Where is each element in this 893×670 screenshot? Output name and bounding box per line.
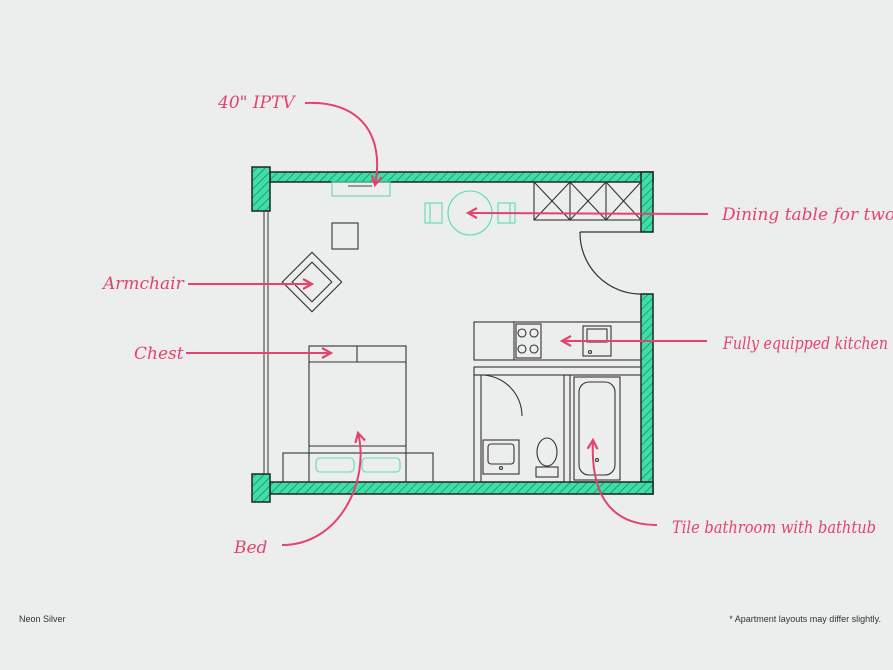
arrow-dining	[468, 213, 709, 214]
armchair	[281, 251, 343, 313]
wall-right-lower	[640, 293, 654, 495]
label-dining: Dining table for two	[721, 205, 893, 225]
label-bathroom: Tile bathroom with bathtub	[672, 518, 876, 538]
bathroom-fixtures	[482, 376, 621, 481]
arrow-bed	[281, 433, 361, 546]
entrance-door	[579, 231, 642, 295]
label-kitchen: Fully equipped kitchen	[722, 334, 888, 354]
wall-pillar-top-left	[251, 166, 271, 212]
window-left	[263, 211, 269, 474]
bathroom-walls	[473, 366, 642, 483]
wall-pillar-bottom-left	[251, 473, 271, 503]
wall-right-upper	[640, 171, 654, 233]
annotation-arrows	[186, 101, 709, 546]
walls	[251, 166, 654, 503]
wall-top	[269, 171, 654, 183]
label-armchair: Armchair	[101, 274, 185, 294]
stool	[331, 222, 359, 250]
label-tv: 40" IPTV	[217, 93, 296, 113]
bed	[282, 345, 434, 483]
label-bed: Bed	[233, 538, 268, 558]
arrow-bathroom	[593, 440, 658, 526]
label-chest: Chest	[134, 344, 184, 364]
apartment-name: Neon Silver	[19, 614, 66, 624]
disclaimer-text: * Apartment layouts may differ slightly.	[729, 614, 881, 624]
arrow-tv	[304, 101, 377, 185]
wall-bottom	[269, 481, 654, 495]
tv-unit	[331, 181, 391, 197]
